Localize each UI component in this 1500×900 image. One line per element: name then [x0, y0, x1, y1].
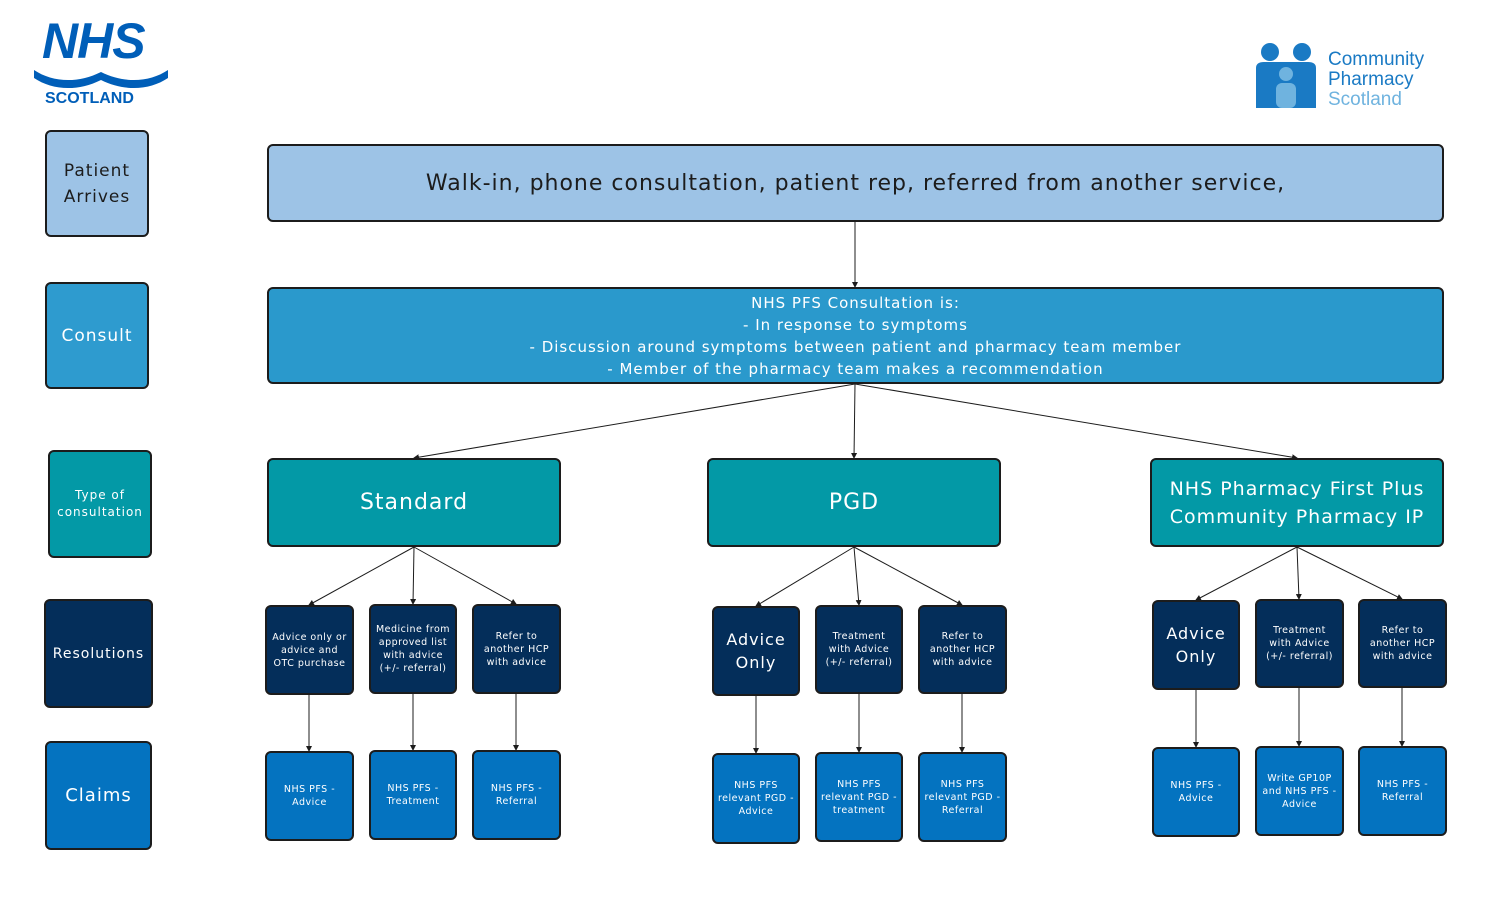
claim-text: NHS PFS - Advice: [1170, 780, 1222, 804]
plus-resolution-treatment: Treatment with Advice (+/- referral): [1255, 599, 1344, 688]
resolution-text: Treatment with Advice (+/- referral): [825, 631, 893, 668]
row-label-text: Patient Arrives: [63, 160, 131, 207]
consult-line-2: - In response to symptoms: [743, 315, 968, 334]
nhs-scotland-logo: NHS SCOTLAND: [30, 14, 170, 110]
resolution-text: Refer to another HCP with advice: [483, 630, 550, 668]
resolution-text: Advice Only: [1166, 624, 1226, 666]
row-label-resolutions: Resolutions: [44, 599, 153, 708]
standard-resolution-refer: Refer to another HCP with advice: [472, 604, 561, 694]
arrow-consult-to-pgd: [851, 383, 858, 459]
row-label-consult: Consult: [45, 282, 149, 389]
row-label-text: Claims: [65, 785, 132, 806]
claim-text: NHS PFS - Advice: [283, 784, 336, 808]
arrow-plus-res1: [1195, 546, 1298, 601]
arrow-standard-res3: [413, 546, 517, 605]
arrow-plus-res3: [1296, 546, 1403, 600]
consult-line-3: - Discussion around symptoms between pat…: [529, 337, 1182, 356]
pgd-resolution-treatment: Treatment with Advice (+/- referral): [815, 605, 903, 694]
arrow-pgd-res2: [853, 546, 862, 606]
arrow-consult-to-standard: [413, 383, 856, 461]
community-pharmacy-scotland-logo: Community Pharmacy Scotland: [1254, 42, 1454, 112]
consultation-definition-node: NHS PFS Consultation is: - In response t…: [267, 287, 1444, 384]
pgd-claim-advice: NHS PFS relevant PGD - Advice: [712, 753, 800, 844]
nhs-logo-text: NHS: [42, 13, 146, 69]
consult-line-4: - Member of the pharmacy team makes a re…: [607, 359, 1104, 378]
standard-resolution-medicine: Medicine from approved list with advice …: [369, 604, 457, 694]
nhs-wave-icon: [34, 70, 168, 89]
plus-resolution-advice-only: Advice Only: [1152, 600, 1240, 690]
resolution-text: Refer to another HCP with advice: [1369, 625, 1436, 662]
claim-text: NHS PFS relevant PGD - Referral: [924, 778, 1001, 816]
cps-line3: Scotland: [1328, 89, 1402, 110]
claim-text: NHS PFS - Treatment: [386, 783, 440, 807]
nhs-logo-subtext: SCOTLAND: [45, 90, 134, 107]
arrow-plus-res2: [1295, 546, 1302, 600]
row-label-text: Resolutions: [52, 645, 145, 662]
standard-resolution-advice: Advice only or advice and OTC purchase: [265, 605, 354, 695]
pgd-resolution-advice-only: Advice Only: [712, 606, 800, 696]
pgd-resolution-refer: Refer to another HCP with advice: [918, 605, 1007, 694]
cps-line1: Community: [1328, 49, 1425, 70]
arrow-pgd-res3: [853, 546, 963, 606]
pgd-claim-referral: NHS PFS relevant PGD - Referral: [918, 752, 1007, 842]
standard-claim-treatment: NHS PFS - Treatment: [369, 750, 457, 840]
resolution-text: Medicine from approved list with advice …: [375, 624, 451, 674]
plus-claim-gp10p: Write GP10P and NHS PFS - Advice: [1255, 746, 1344, 836]
row-label-claims: Claims: [45, 741, 152, 850]
claim-text: NHS PFS relevant PGD - Advice: [717, 780, 795, 817]
arrow-pgd-res1: [755, 546, 855, 607]
arrow-standard-res2: [410, 546, 417, 605]
row-label-type-of-consultation: Type of consultation: [48, 450, 152, 558]
resolution-text: Advice only or advice and OTC purchase: [272, 631, 347, 669]
arrow-standard-res1: [308, 546, 415, 606]
plus-resolution-refer: Refer to another HCP with advice: [1358, 599, 1447, 688]
resolution-text: Refer to another HCP with advice: [929, 631, 996, 668]
type-pgd-node: PGD: [707, 458, 1001, 547]
arrival-routes-text: Walk-in, phone consultation, patient rep…: [425, 170, 1286, 196]
consult-line-1: NHS PFS Consultation is:: [751, 293, 960, 312]
row-label-text: Consult: [61, 325, 133, 346]
family-icon: [1256, 43, 1316, 108]
type-standard-node: Standard: [267, 458, 561, 547]
arrival-routes-node: Walk-in, phone consultation, patient rep…: [267, 144, 1444, 222]
row-label-text: Type of consultation: [57, 488, 143, 519]
type-label: Standard: [359, 490, 469, 515]
type-pharmacy-first-plus-node: NHS Pharmacy First Plus Community Pharma…: [1150, 458, 1444, 547]
row-label-patient-arrives: Patient Arrives: [45, 130, 149, 237]
standard-claim-advice: NHS PFS - Advice: [265, 751, 354, 841]
plus-claim-referral: NHS PFS - Referral: [1358, 746, 1447, 836]
resolution-text: Advice Only: [726, 630, 786, 672]
type-label: NHS Pharmacy First Plus Community Pharma…: [1169, 477, 1425, 528]
standard-claim-referral: NHS PFS - Referral: [472, 750, 561, 840]
claim-text: Write GP10P and NHS PFS - Advice: [1262, 772, 1337, 810]
cps-line2: Pharmacy: [1328, 69, 1414, 90]
type-label: PGD: [828, 490, 880, 515]
claim-text: NHS PFS - Referral: [490, 783, 543, 807]
arrow-consult-to-plus: [854, 383, 1298, 461]
pgd-claim-treatment: NHS PFS relevant PGD - treatment: [815, 752, 903, 842]
plus-claim-advice: NHS PFS - Advice: [1152, 747, 1240, 837]
claim-text: NHS PFS - Referral: [1376, 779, 1429, 803]
claim-text: NHS PFS relevant PGD - treatment: [820, 778, 898, 816]
resolution-text: Treatment with Advice (+/- referral): [1266, 625, 1333, 662]
